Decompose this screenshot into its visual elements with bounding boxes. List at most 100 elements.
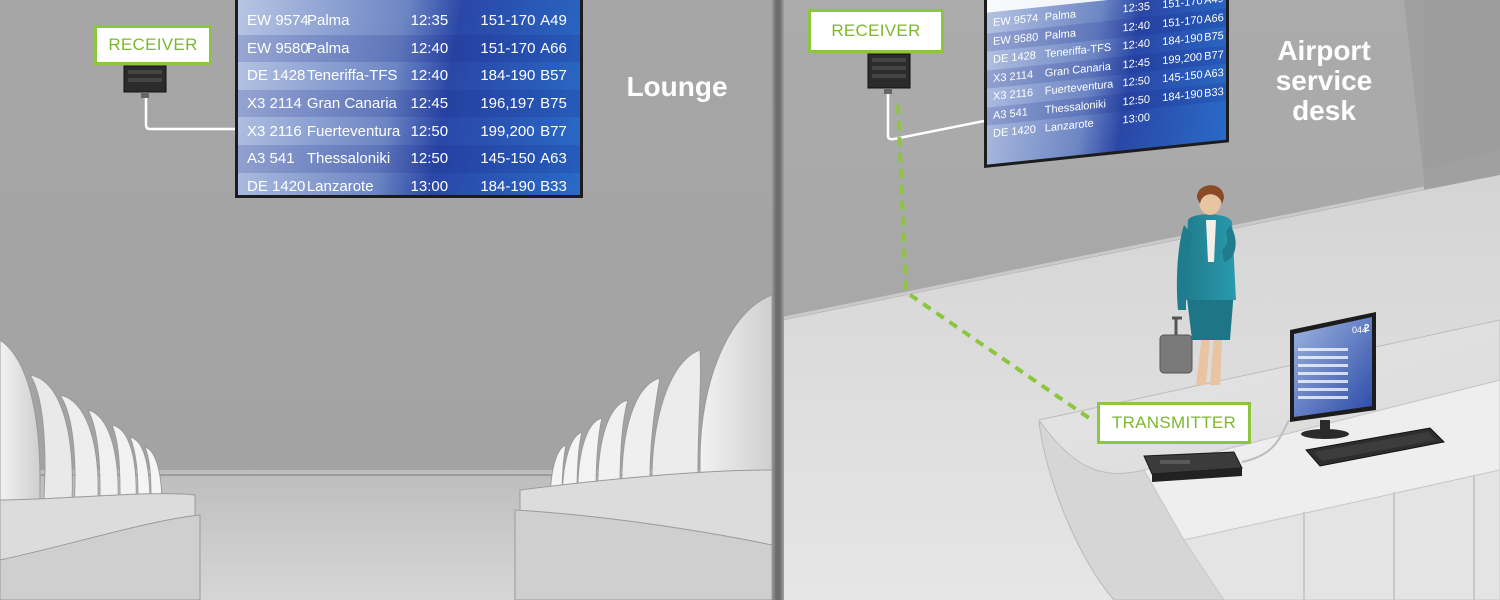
lounge-board-destination: Teneriffa-TFS bbox=[306, 67, 398, 85]
desk-board-departure-time: 13:00 bbox=[1122, 111, 1150, 127]
lounge-board-flight-number: DE 1428 bbox=[247, 67, 306, 85]
lounge-board-destination: Thessaloniki bbox=[306, 150, 391, 168]
desk-board-departure-time: 12:45 bbox=[1122, 56, 1150, 72]
lounge-seats-right bbox=[514, 294, 772, 600]
desk-board-gate: A49 bbox=[1204, 0, 1224, 8]
lounge-board-departure-time: 12:45 bbox=[410, 95, 449, 113]
service-desk-title-line-3: desk bbox=[1292, 95, 1356, 126]
lounge-board-check-in-counter: 184-190 bbox=[480, 177, 536, 195]
desk-board-departure-time: 12:50 bbox=[1122, 93, 1150, 109]
lounge-board-check-in-counter: 184-190 bbox=[480, 67, 536, 85]
lounge-board-flight-number: A3 541 bbox=[247, 150, 295, 168]
desk-board-departure-time: 12:40 bbox=[1122, 37, 1150, 53]
lounge-board-destination: Palma bbox=[307, 39, 350, 57]
lounge-title-text: Lounge bbox=[626, 71, 728, 102]
lounge-receiver-label: RECEIVER bbox=[94, 25, 212, 65]
desk-monitor-page: 2 bbox=[1364, 323, 1370, 334]
lounge-board-destination: Gran Canaria bbox=[306, 95, 397, 113]
lounge-board-flight-number: EW 9574 bbox=[247, 12, 309, 30]
desk-board-check-in-counter: 199,200 bbox=[1162, 50, 1203, 68]
lounge-scene bbox=[0, 65, 772, 600]
desk-board-departure-time: 12:50 bbox=[1122, 74, 1150, 90]
service-desk-title-line-1: Airport bbox=[1277, 35, 1371, 66]
lounge-board-check-in-counter: 196,197 bbox=[480, 95, 535, 113]
transmitter-cable bbox=[1241, 419, 1290, 463]
lounge-board-check-in-counter: 145-150 bbox=[480, 150, 536, 168]
desk-board-check-in-counter: 145-150 bbox=[1162, 69, 1203, 86]
lounge-board-gate: B77 bbox=[540, 122, 567, 140]
desk-flight-board: CHECK-INGATE442EW 9574Palma12:35151-170A… bbox=[984, 0, 1229, 168]
lounge-board-gate: A63 bbox=[540, 150, 567, 168]
desk-flight-board-screen: CHECK-INGATE442EW 9574Palma12:35151-170A… bbox=[987, 0, 1226, 165]
desk-board-check-in-counter: 151-170 bbox=[1162, 0, 1203, 12]
desk-board-check-in-counter: 184-190 bbox=[1162, 87, 1203, 105]
lounge-board-departure-time: 12:35 bbox=[410, 12, 449, 30]
service-desk-title: Airport service desk bbox=[1254, 36, 1394, 126]
lounge-receiver-label-text: RECEIVER bbox=[108, 35, 198, 54]
desk-receiver-label-text: RECEIVER bbox=[831, 21, 921, 40]
lounge-board-check-in-counter: 151-170 bbox=[480, 39, 536, 57]
desk-receiver-label: RECEIVER bbox=[808, 9, 944, 53]
desk-board-flight-number: DE 1420 bbox=[993, 123, 1036, 141]
lounge-board-flight-number: X3 2116 bbox=[247, 122, 302, 140]
lounge-board-departure-time: 12:50 bbox=[410, 122, 449, 140]
desk-board-departure-time: 12:35 bbox=[1122, 0, 1150, 16]
lounge-board-gate: B75 bbox=[540, 95, 567, 113]
desk-board-destination: Lanzarote bbox=[1044, 117, 1094, 135]
lounge-board-check-in-counter: 199,200 bbox=[480, 122, 535, 140]
traveler-figure bbox=[1159, 185, 1236, 385]
desk-board-gate bbox=[1204, 110, 1226, 112]
desk-board-gate: B77 bbox=[1204, 48, 1224, 63]
lounge-board-destination: Fuerteventura bbox=[306, 122, 401, 140]
transmitter-label-text: TRANSMITTER bbox=[1111, 413, 1237, 432]
transmitter-device bbox=[1143, 451, 1243, 482]
lounge-board-departure-time: 12:50 bbox=[410, 150, 449, 168]
lounge-board-gate: B57 bbox=[540, 67, 567, 85]
lounge-board-flight-number: X3 2114 bbox=[247, 95, 302, 113]
desk-monitor-number: 044 bbox=[1352, 325, 1367, 335]
desk-keyboard bbox=[1305, 427, 1446, 467]
lounge-board-destination: Lanzarote bbox=[306, 177, 374, 195]
desk-board-gate: B33 bbox=[1204, 85, 1224, 100]
lounge-board-gate: A66 bbox=[540, 39, 567, 57]
lounge-hdmi-cable bbox=[144, 98, 238, 131]
lounge-board-flight-number: DE 1420 bbox=[247, 177, 306, 195]
desk-receiver-device bbox=[867, 53, 911, 94]
desk-board-check-in-counter: 151-170 bbox=[1162, 13, 1203, 31]
service-desk-scene: 044 2 bbox=[784, 0, 1500, 600]
lounge-board-departure-time: 13:00 bbox=[410, 177, 449, 195]
transmitter-label: TRANSMITTER bbox=[1097, 402, 1251, 444]
desk-monitor: 044 2 bbox=[1290, 312, 1376, 439]
service-desk-panel: 044 2 CHECK-INGATE442EW 9574Palma12:3515… bbox=[784, 0, 1500, 600]
lounge-receiver-device bbox=[123, 65, 167, 98]
lounge-board-gate: B33 bbox=[540, 177, 567, 195]
service-desk-counter bbox=[1038, 319, 1500, 600]
desk-board-check-in-counter: 184-190 bbox=[1162, 32, 1203, 49]
lounge-board-flight-number: EW 9580 bbox=[247, 39, 309, 57]
service-desk-title-line-2: service bbox=[1275, 65, 1373, 96]
lounge-board-departure-time: 12:40 bbox=[410, 39, 449, 57]
lounge-board-destination: Palma bbox=[307, 12, 350, 30]
desk-board-gate: A66 bbox=[1204, 11, 1224, 26]
desk-hdmi-cable bbox=[886, 94, 985, 141]
lounge-title: Lounge bbox=[612, 72, 742, 102]
lounge-board-check-in-counter: 151-170 bbox=[480, 12, 536, 30]
desk-board-gate: B75 bbox=[1204, 30, 1224, 45]
panel-divider bbox=[772, 0, 784, 600]
desk-board-gate: A63 bbox=[1204, 67, 1224, 82]
lounge-board-departure-time: 12:40 bbox=[410, 67, 449, 85]
wall-pillar-front bbox=[1424, 0, 1500, 170]
lounge-seats-left bbox=[0, 339, 201, 600]
desk-board-departure-time: 12:40 bbox=[1122, 19, 1150, 35]
lounge-board-gate: A49 bbox=[540, 12, 567, 30]
